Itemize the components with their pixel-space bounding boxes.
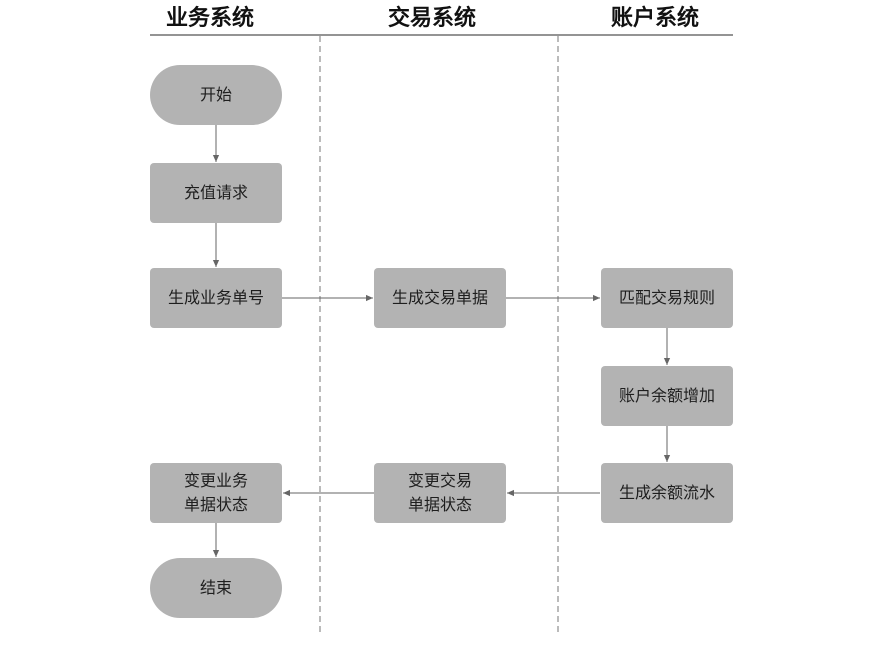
node-match-trade-rule[interactable]: 匹配交易规则: [601, 268, 733, 328]
node-generate-balance-flow[interactable]: 生成余额流水: [601, 463, 733, 523]
node-end[interactable]: 结束: [150, 558, 282, 618]
node-generate-business-order[interactable]: 生成业务单号: [150, 268, 282, 328]
node-generate-balance-flow-label: 生成余额流水: [618, 483, 715, 502]
lane-title-trading-system: 交易系统: [387, 6, 476, 31]
node-change-business-status[interactable]: 变更业务 单据状态: [150, 463, 282, 523]
node-recharge-request[interactable]: 充值请求: [150, 163, 282, 223]
node-recharge-request-label: 充值请求: [183, 183, 248, 202]
node-start[interactable]: 开始: [150, 65, 282, 125]
node-end-label: 结束: [199, 578, 232, 597]
lane-title-business-system: 业务系统: [165, 6, 254, 31]
node-generate-business-order-label: 生成业务单号: [167, 288, 264, 307]
node-match-trade-rule-label: 匹配交易规则: [618, 288, 715, 307]
lane-title-account-system: 账户系统: [610, 6, 699, 31]
node-generate-trade-document-label: 生成交易单据: [391, 288, 488, 307]
node-change-trade-status[interactable]: 变更交易 单据状态: [374, 463, 506, 523]
node-start-label: 开始: [199, 85, 232, 104]
node-balance-increase-label: 账户余额增加: [618, 386, 715, 405]
node-change-business-status-label: 变更业务 单据状态: [183, 471, 248, 514]
node-generate-trade-document[interactable]: 生成交易单据: [374, 268, 506, 328]
node-balance-increase[interactable]: 账户余额增加: [601, 366, 733, 426]
node-change-trade-status-label: 变更交易 单据状态: [407, 471, 472, 514]
